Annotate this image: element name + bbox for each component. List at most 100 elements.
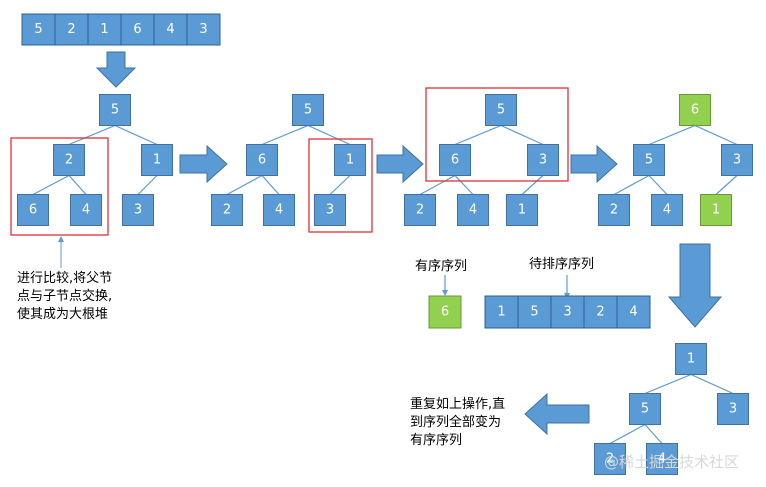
tree-step-3: 5 6 3 2 4 1 (404, 94, 559, 226)
right-arrow-icon (376, 144, 424, 184)
tree-node-label: 5 (641, 402, 649, 417)
right-arrow-icon (179, 144, 228, 184)
tree-node: 3 (122, 194, 154, 226)
note-repeat-line3: 有序序列 (410, 433, 463, 448)
tree-node-label: 6 (691, 103, 699, 118)
tree-node-label: 1 (518, 203, 526, 218)
tree-edge (613, 174, 650, 196)
tree-node-label: 6 (451, 153, 459, 168)
tree-node: 4 (70, 194, 102, 226)
tree-node-label: 3 (326, 203, 334, 218)
tree-node: 6 (439, 144, 471, 176)
tree-edge (690, 373, 734, 395)
note-compare-line2: 点与子节点交换, (17, 289, 113, 304)
tree-node: 1 (700, 194, 732, 226)
tree-node-label: 5 (304, 103, 312, 118)
tree-edge (307, 124, 351, 146)
tree-node: 2 (53, 144, 85, 176)
tree-edge (32, 174, 70, 196)
tree-node-label: 3 (729, 402, 737, 417)
tree-edge (261, 175, 280, 195)
tree-edge (694, 124, 738, 146)
tree-node: 4 (457, 194, 489, 226)
left-arrow-icon (524, 392, 590, 436)
tree-node: 1 (675, 343, 707, 375)
input-cell: 2 (54, 13, 89, 46)
input-cell-label: 4 (166, 22, 174, 37)
tree-node-label: 2 (610, 203, 618, 218)
unsorted-cell: 4 (616, 295, 651, 329)
tree-node-label: 5 (497, 103, 505, 118)
input-cell-label: 2 (67, 22, 75, 37)
tree-edge (114, 124, 158, 146)
tree-node: 2 (404, 194, 436, 226)
tree-edge (68, 175, 87, 195)
tree-node-label: 4 (82, 203, 90, 218)
tree-initial: 5 2 1 6 4 3 (17, 94, 173, 226)
tree-edge (521, 175, 544, 195)
tree-node-label: 2 (65, 153, 73, 168)
tree-node: 3 (314, 194, 346, 226)
tree-node-label: 1 (687, 352, 695, 367)
tree-node: 3 (721, 144, 753, 176)
tree-node: 2 (211, 194, 243, 226)
note-compare-line1: 进行比较,将父节 (17, 271, 113, 286)
tree-node-label: 4 (469, 203, 477, 218)
input-cell-label: 3 (199, 22, 207, 37)
tree-edge (454, 175, 474, 195)
input-cell-label: 1 (100, 22, 108, 37)
unsorted-cell: 5 (517, 295, 552, 329)
tree-node-label: 5 (111, 103, 119, 118)
tree-edge (68, 124, 116, 146)
tree-node: 1 (141, 144, 173, 176)
tree-node-label: 4 (275, 203, 283, 218)
tree-node: 5 (633, 144, 665, 176)
tree-node-label: 6 (258, 153, 266, 168)
tree-node: 2 (598, 194, 630, 226)
tree-node-label: 1 (153, 153, 161, 168)
tree-step-4: 6 5 3 2 4 1 (598, 94, 753, 226)
tree-node: 4 (263, 194, 295, 226)
tree-node: 6 (679, 94, 711, 126)
tree-step-2: 5 6 1 2 4 3 (211, 94, 366, 226)
highlight-box-tree3 (425, 87, 569, 182)
tree-node-label: 3 (733, 153, 741, 168)
tree-node: 4 (646, 443, 678, 475)
unsorted-cell-label: 1 (497, 305, 505, 320)
unsorted-cell-label: 3 (563, 305, 571, 320)
down-arrow-icon (95, 51, 137, 88)
tree-step-5: 1 5 3 2 4 (594, 343, 749, 475)
tree-node: 3 (527, 144, 559, 176)
unsorted-cell: 1 (484, 295, 519, 329)
tree-edge (648, 124, 696, 146)
tree-node-label: 3 (134, 203, 142, 218)
sorted-cell: 6 (428, 295, 462, 329)
unsorted-cell-label: 4 (629, 305, 637, 320)
tree-node-label: 2 (606, 452, 614, 467)
tree-node-label: 1 (346, 153, 354, 168)
unsorted-cell: 3 (550, 295, 585, 329)
tree-node: 6 (246, 144, 278, 176)
input-cell: 1 (87, 13, 122, 46)
note-repeat-line2: 到序列全部变为 (410, 415, 502, 430)
tree-edge (500, 124, 544, 146)
tree-node-label: 4 (663, 203, 671, 218)
tree-node: 1 (506, 194, 538, 226)
tree-edge (715, 175, 738, 195)
note-compare-line3: 使其成为大根堆 (17, 307, 109, 322)
tree-edge (419, 174, 456, 196)
input-cell-label: 5 (34, 22, 42, 37)
tree-edge (137, 175, 158, 195)
tree-edge (226, 174, 263, 196)
tree-node-label: 2 (223, 203, 231, 218)
input-cell: 5 (21, 13, 56, 46)
input-cell-label: 6 (133, 22, 141, 37)
watermark: @稀土掘金技术社区 (604, 453, 740, 471)
label-sorted: 有序序列 (415, 259, 468, 274)
tree-node: 6 (17, 194, 49, 226)
right-arrow-icon (570, 144, 618, 184)
tree-node: 2 (594, 443, 626, 475)
highlight-box-tree2 (308, 138, 373, 233)
input-cell: 6 (120, 13, 155, 46)
